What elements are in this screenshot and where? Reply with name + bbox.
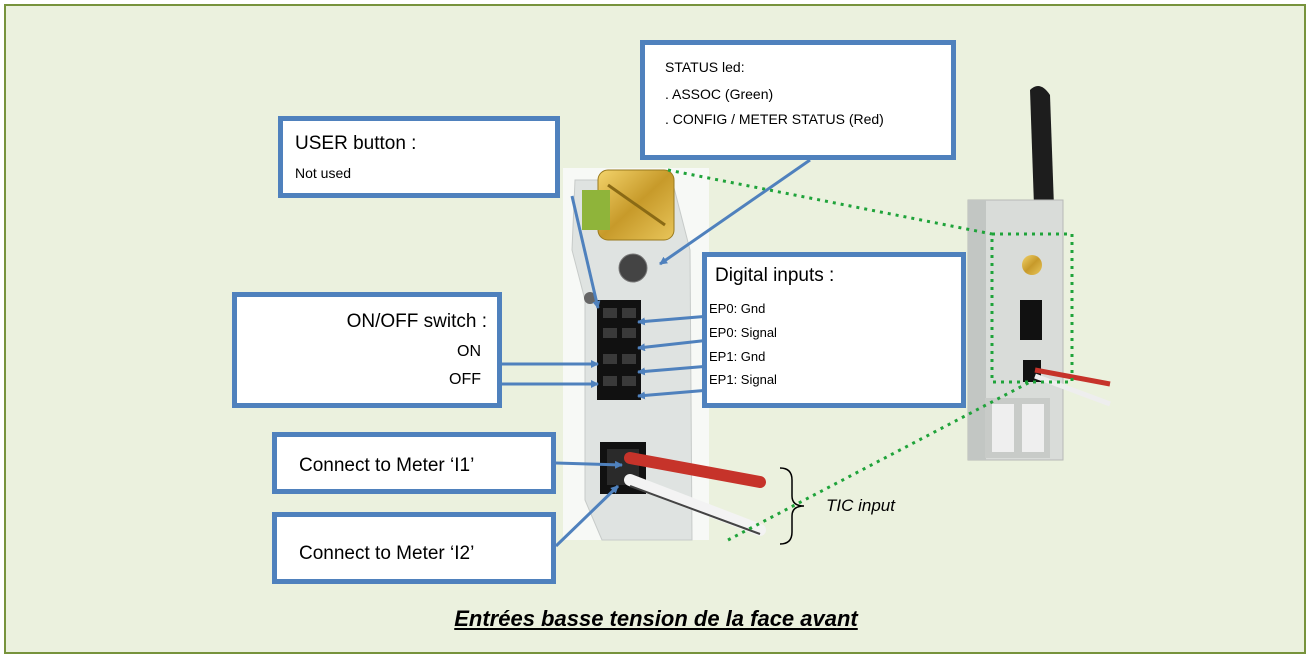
switch-title: ON/OFF switch : [346,311,487,332]
meter-i2-callout: Connect to Meter ‘I2’ [272,512,556,584]
side-antenna [1030,86,1055,235]
meter-i1-callout: Connect to Meter ‘I1’ [272,432,556,494]
white-wire [624,474,766,536]
switch-callout: ON/OFF switch : ON OFF [232,292,502,408]
digital-inputs-title: Digital inputs : [715,265,835,286]
status-led-assoc: . ASSOC (Green) [665,86,774,102]
user-button-callout: USER button : Not used [278,116,560,198]
switch-off-label: OFF [449,371,481,388]
tic-input-label: TIC input [826,496,895,515]
digital-input-ep0-signal: EP0: Signal [709,325,777,340]
digital-input-ep1-gnd: EP1: Gnd [709,349,766,364]
digital-input-ep0-gnd: EP0: Gnd [709,301,766,316]
user-button-hole [618,253,648,283]
user-button-subtitle: Not used [295,165,352,181]
switch-on-label: ON [457,343,481,360]
side-zoom-box [990,232,1074,384]
status-led-config: . CONFIG / METER STATUS (Red) [665,111,884,127]
user-button-title: USER button : [295,133,417,154]
diagram-caption: Entrées basse tension de la face avant [454,606,858,631]
status-led-title: STATUS led: [665,59,745,75]
status-led-callout: STATUS led: . ASSOC (Green) . CONFIG / M… [640,40,956,160]
digital-input-ep1-signal: EP1: Signal [709,372,777,387]
digital-inputs-callout: Digital inputs : EP0: Gnd EP0: Signal EP… [702,252,966,408]
tic-brace [779,467,805,545]
meter-i1-label: Connect to Meter ‘I1’ [299,455,475,476]
meter-i2-label: Connect to Meter ‘I2’ [299,543,475,564]
antenna-nut [582,190,610,230]
red-wire [624,452,766,488]
